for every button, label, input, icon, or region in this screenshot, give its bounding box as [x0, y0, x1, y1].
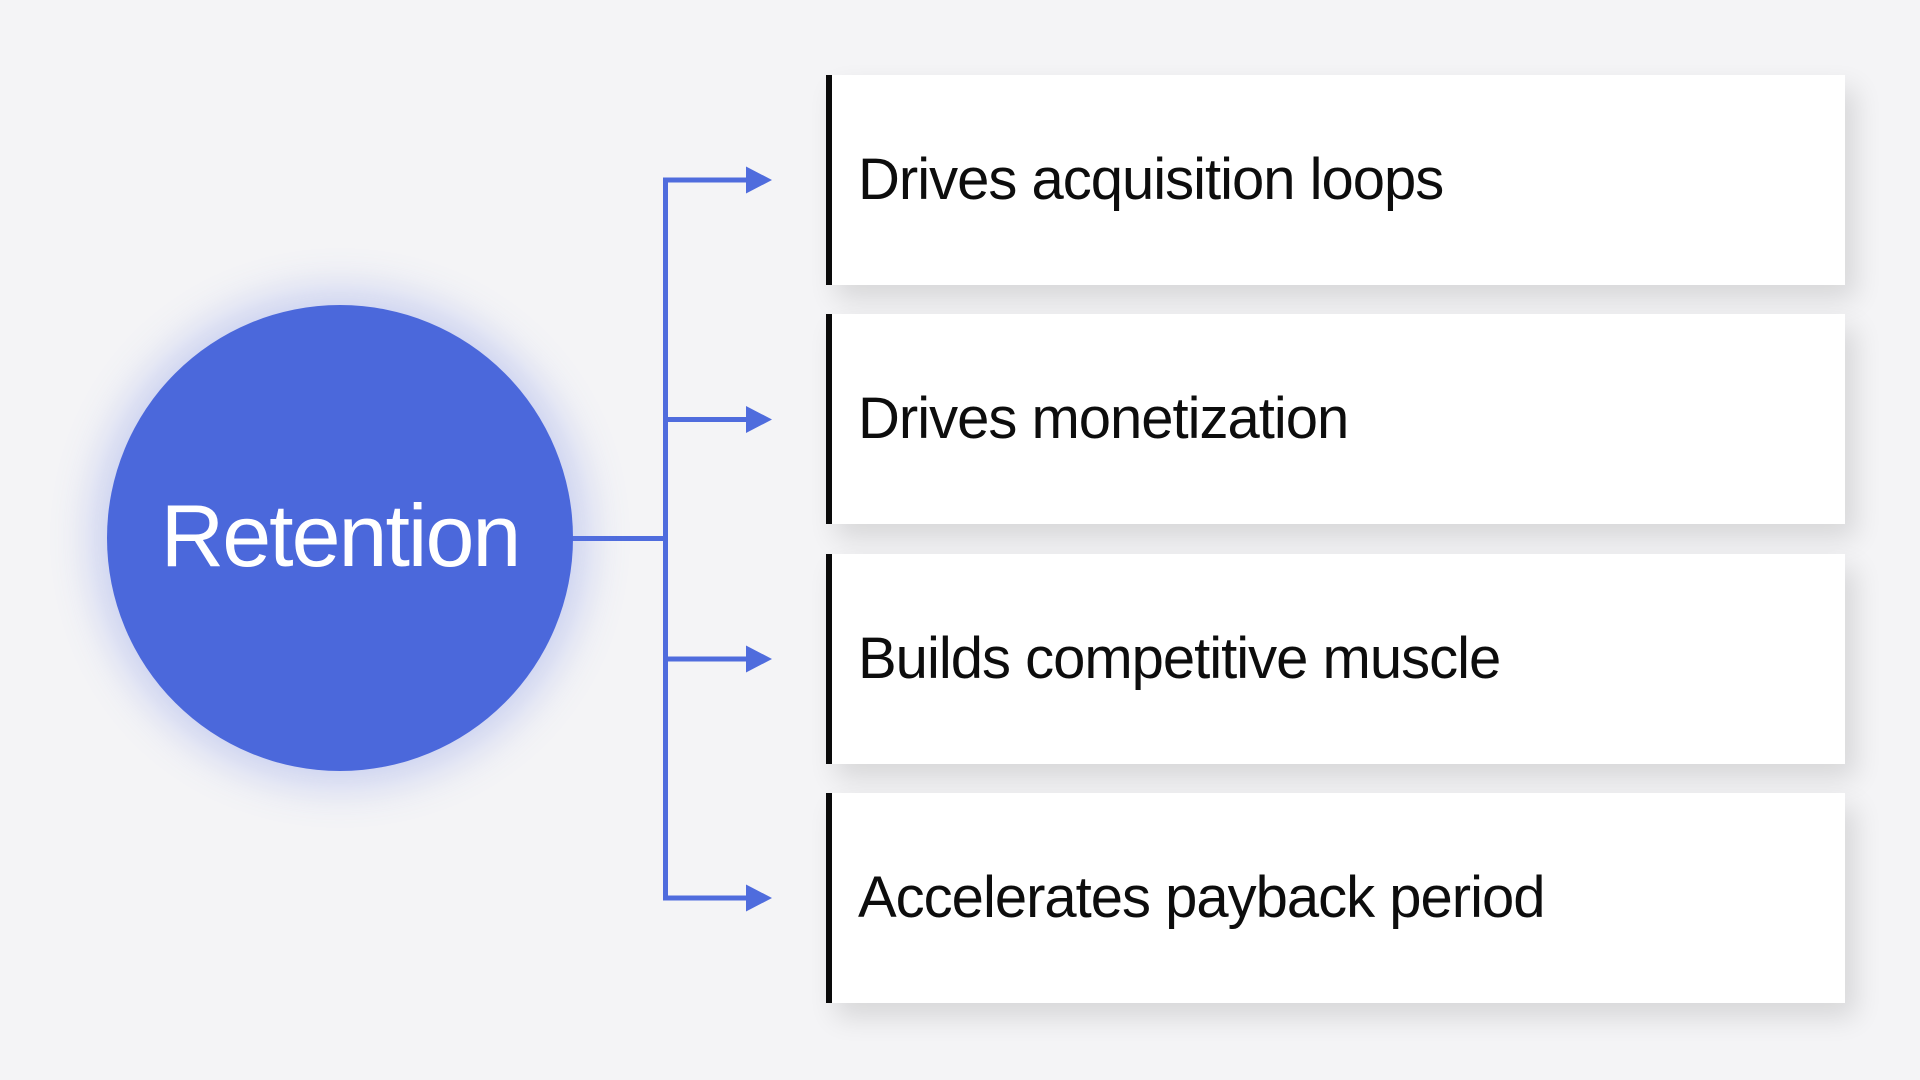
- outcome-card-monetization: Drives monetization: [826, 314, 1845, 524]
- outcome-card-competitive: Builds competitive muscle: [826, 554, 1845, 764]
- outcome-card-label: Accelerates payback period: [858, 865, 1546, 930]
- outcome-card-label: Builds competitive muscle: [858, 626, 1501, 691]
- outcome-card-payback: Accelerates payback period: [826, 793, 1845, 1003]
- retention-node: Retention: [107, 305, 573, 771]
- outcome-card-label: Drives monetization: [858, 386, 1349, 451]
- outcome-card-label: Drives acquisition loops: [858, 147, 1444, 212]
- retention-node-label: Retention: [160, 486, 522, 585]
- outcome-card-acquisition: Drives acquisition loops: [826, 75, 1845, 285]
